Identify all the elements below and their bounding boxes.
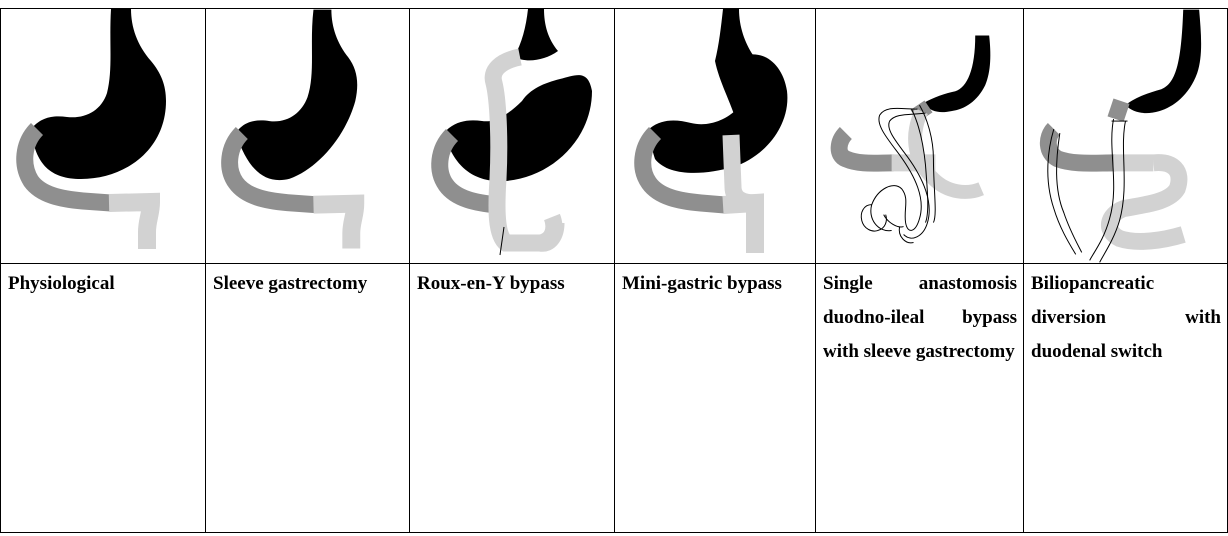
cell-sadi-s-label: Single anastomosis duodno-ileal bypass w…	[816, 264, 1024, 533]
procedure-label: Sleeve gastrectomy	[206, 264, 409, 301]
cell-roux-en-y-label: Roux-en-Y bypass	[410, 264, 615, 533]
cell-physiological-diagram	[1, 9, 206, 264]
cell-roux-en-y-diagram	[410, 9, 615, 264]
bpd-ds-icon	[1024, 9, 1227, 263]
procedure-label: Physiological	[1, 264, 205, 301]
diagram-row	[1, 9, 1228, 264]
cell-mini-gastric-label: Mini-gastric bypass	[615, 264, 816, 533]
cell-bpd-ds-label: Biliopancreatic diversion with duodenal …	[1024, 264, 1228, 533]
cell-sadi-s-diagram	[816, 9, 1024, 264]
procedure-label: Mini-gastric bypass	[615, 264, 815, 301]
physiological-stomach-icon	[1, 9, 205, 263]
cell-sleeve-diagram	[206, 9, 410, 264]
roux-en-y-bypass-icon	[410, 9, 614, 263]
cell-mini-gastric-diagram	[615, 9, 816, 264]
cell-physiological-label: Physiological	[1, 264, 206, 533]
cell-sleeve-label: Sleeve gastrectomy	[206, 264, 410, 533]
procedure-label: Roux-en-Y bypass	[410, 264, 614, 301]
sleeve-gastrectomy-icon	[206, 9, 409, 263]
cell-bpd-ds-diagram	[1024, 9, 1228, 264]
label-row: Physiological Sleeve gastrectomy Roux-en…	[1, 264, 1228, 533]
bariatric-procedures-table: Physiological Sleeve gastrectomy Roux-en…	[0, 8, 1228, 533]
procedure-label: Single anastomosis duodno-ileal bypass w…	[816, 264, 1023, 369]
procedure-label: Biliopancreatic diversion with duodenal …	[1024, 264, 1227, 369]
sadi-s-icon	[816, 9, 1023, 263]
mini-gastric-bypass-icon	[615, 9, 815, 263]
